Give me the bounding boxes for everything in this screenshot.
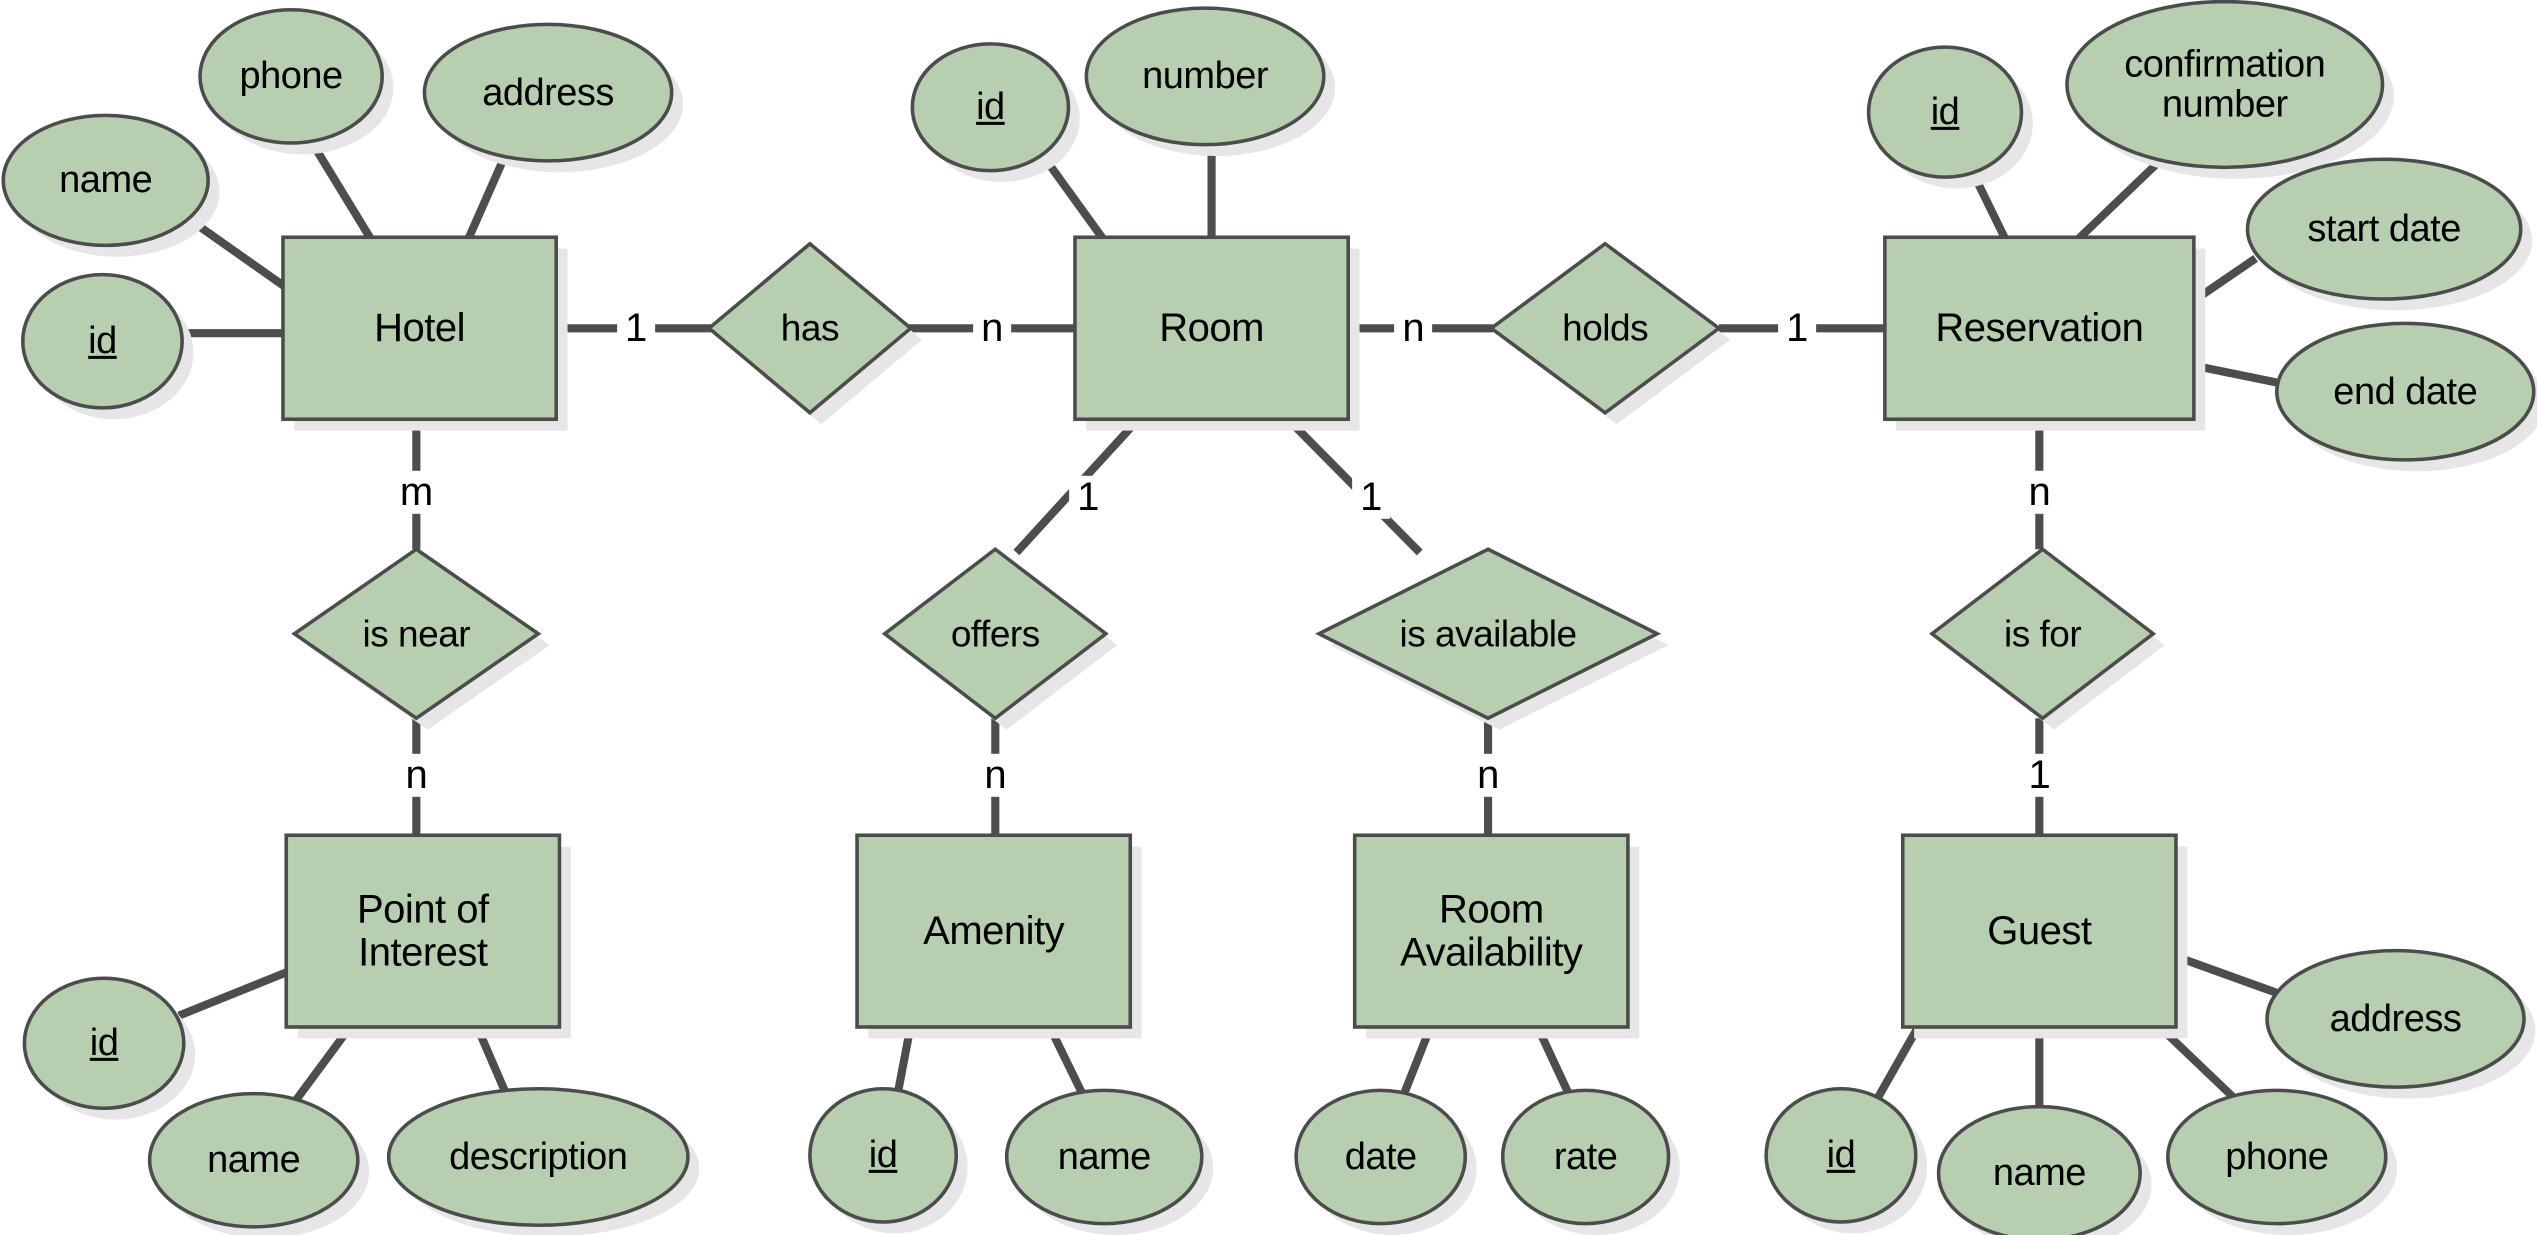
entity-box-reservation[interactable] [1883,235,2196,422]
attribute-ellipse-hotel_name[interactable] [1,113,210,248]
attribute-ellipse-poi_desc[interactable] [386,1086,690,1228]
entity-box-amenity[interactable] [855,833,1133,1029]
entity-box-room[interactable] [1073,235,1350,422]
relationship-diamond-has[interactable] [706,241,914,416]
connector-line [177,967,290,1020]
connector-line [1285,416,1423,556]
connector-line [1013,416,1142,556]
attribute-ellipse-ra_date[interactable] [1294,1088,1468,1226]
relationship-diamond-is_available[interactable] [1314,547,1662,721]
relationship-diamond-is_near[interactable] [291,547,542,721]
connector-line [2075,161,2160,242]
attribute-ellipse-poi_name[interactable] [147,1091,360,1229]
entity-box-hotel[interactable] [281,235,558,422]
attribute-ellipse-hotel_address[interactable] [422,22,674,163]
entity-box-point_of_interest[interactable] [284,833,562,1029]
attribute-ellipse-ra_rate[interactable] [1500,1088,1671,1226]
attribute-ellipse-amen_id[interactable] [808,1086,959,1224]
attribute-ellipse-hotel_phone[interactable] [198,7,384,145]
entity-box-room_availability[interactable] [1352,833,1630,1029]
attribute-ellipse-room_number[interactable] [1084,6,1326,147]
attribute-ellipse-res_id[interactable] [1866,45,2024,179]
entity-box-guest[interactable] [1900,833,2178,1029]
connector-line [184,214,289,291]
connector-line [2193,361,2283,388]
attribute-ellipse-guest_name[interactable] [1936,1104,2142,1235]
relationship-diamond-is_for[interactable] [1929,546,2157,721]
attribute-ellipse-room_id[interactable] [910,42,1071,173]
attribute-ellipse-amen_name[interactable] [1004,1088,1204,1226]
connector-line [1874,1023,1923,1099]
attribute-ellipse-res_conf[interactable] [2065,0,2385,170]
connector-line [464,155,508,241]
connector-line [2176,953,2279,997]
connector-line [308,140,375,241]
relationship-diamond-offers[interactable] [881,546,1109,721]
attribute-ellipse-guest_id[interactable] [1764,1086,1918,1224]
attribute-ellipse-guest_address[interactable] [2265,948,2526,1089]
attribute-ellipse-res_start[interactable] [2245,157,2523,301]
attribute-ellipse-hotel_id[interactable] [20,272,184,410]
attribute-ellipse-guest_phone[interactable] [2166,1088,2388,1226]
attribute-ellipse-res_end[interactable] [2275,321,2536,462]
relationship-diamond-holds[interactable] [1488,241,1722,415]
attribute-ellipse-poi_id[interactable] [22,976,186,1111]
